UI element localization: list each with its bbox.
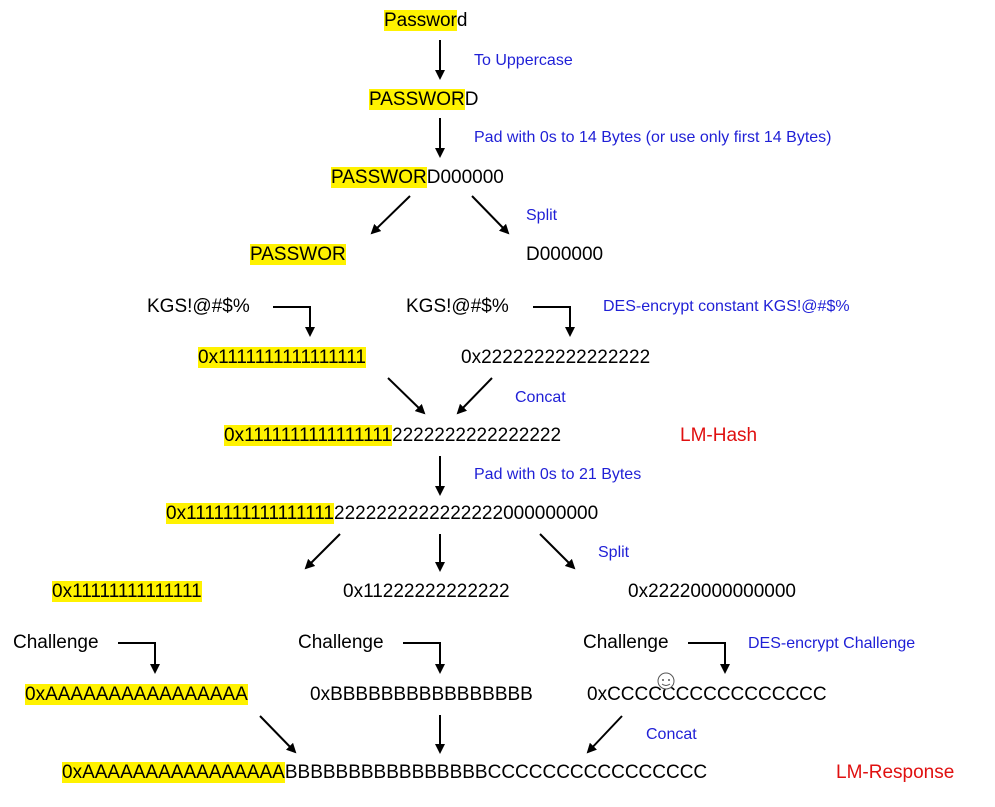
node-enc-left-highlight: 0x1111111111111111 <box>198 347 366 368</box>
arrow-split-right <box>471 195 510 235</box>
node-challenge-2: Challenge <box>298 632 384 653</box>
node-resp-3: 0xCCCCCCCCCCCCCCCC <box>587 684 827 706</box>
arrow-challenge1 <box>118 642 160 674</box>
note-concat-2: Concat <box>646 726 697 743</box>
label-lm-response: LM-Response <box>836 762 955 783</box>
arrow-concat-left <box>387 377 426 415</box>
node-challenge-3: Challenge <box>583 632 669 653</box>
doodle-icon <box>657 672 675 690</box>
arrow-kgs-right <box>533 306 575 337</box>
arrow-challenge2 <box>403 642 445 674</box>
arrow-concat2-left <box>259 715 297 754</box>
node-lm-response-highlight: 0xAAAAAAAAAAAAAAAA <box>62 762 285 783</box>
node-part-2-rest: 0x11222222222222 <box>343 581 510 602</box>
node-half-right: D000000 <box>526 244 603 266</box>
node-resp-2-rest: 0xBBBBBBBBBBBBBBBB <box>310 684 533 705</box>
node-password-highlight: Passwor <box>384 10 457 31</box>
node-part-1: 0x11111111111111 <box>52 581 202 603</box>
node-padded-14: PASSWORD000000 <box>331 167 504 189</box>
node-uppercase: PASSWORD <box>369 89 478 111</box>
node-resp-3-rest: 0xCCCCCCCCCCCCCCCC <box>587 684 827 705</box>
node-lm-response: 0xAAAAAAAAAAAAAAAABBBBBBBBBBBBBBBBCCCCCC… <box>62 762 707 784</box>
node-lm-hash-highlight: 0x1111111111111111 <box>224 425 392 446</box>
node-part-3-rest: 0x22220000000000 <box>628 581 797 602</box>
node-resp-2: 0xBBBBBBBBBBBBBBBB <box>310 684 533 706</box>
node-padded-21-rest: 2222222222222222000000000 <box>334 503 599 524</box>
node-padded-21: 0x11111111111111112222222222222222000000… <box>166 503 598 525</box>
arrow-split2-left <box>304 533 341 570</box>
node-padded-14-highlight: PASSWOR <box>331 167 427 188</box>
arrow-concat-right <box>456 377 493 415</box>
node-enc-right: 0x2222222222222222 <box>461 347 650 369</box>
note-des-constant: DES-encrypt constant KGS!@#$% <box>603 298 850 315</box>
arrow-split2-right <box>539 533 576 570</box>
node-challenge-1: Challenge <box>13 632 99 653</box>
node-part-2: 0x11222222222222 <box>343 581 510 603</box>
node-password-rest: d <box>456 10 468 31</box>
note-des-challenge: DES-encrypt Challenge <box>748 635 916 652</box>
label-lm-hash: LM-Hash <box>680 425 758 446</box>
node-resp-1-highlight: 0xAAAAAAAAAAAAAAAA <box>25 684 248 705</box>
arrow-challenge3 <box>688 642 730 674</box>
arrow-concat2-right <box>586 715 623 754</box>
node-enc-right-rest: 0x2222222222222222 <box>461 347 651 368</box>
node-resp-1: 0xAAAAAAAAAAAAAAAA <box>25 684 248 706</box>
note-to-uppercase: To Uppercase <box>474 52 573 69</box>
node-half-left-highlight: PASSWOR <box>250 244 346 265</box>
node-password: Password <box>384 10 467 32</box>
node-padded-14-rest: D000000 <box>426 167 504 188</box>
node-enc-left: 0x1111111111111111 <box>198 347 366 369</box>
node-kgs-right: KGS!@#$% <box>406 296 509 317</box>
arrow-split-left <box>370 195 411 235</box>
node-lm-hash-rest: 2222222222222222 <box>392 425 562 446</box>
node-padded-21-highlight: 0x1111111111111111 <box>166 503 334 524</box>
node-uppercase-rest: D <box>464 89 479 110</box>
arrow-kgs-left <box>273 306 315 337</box>
note-concat-1: Concat <box>515 389 566 406</box>
node-lm-response-rest: BBBBBBBBBBBBBBBBCCCCCCCCCCCCCCCC <box>284 762 708 783</box>
node-half-right-rest: D000000 <box>526 244 604 265</box>
node-part-1-highlight: 0x11111111111111 <box>52 581 202 602</box>
node-lm-hash: 0x11111111111111112222222222222222 <box>224 425 561 447</box>
note-split-1: Split <box>526 207 558 224</box>
node-uppercase-highlight: PASSWOR <box>369 89 465 110</box>
note-pad-14: Pad with 0s to 14 Bytes (or use only fir… <box>474 129 832 146</box>
node-half-left: PASSWOR <box>250 244 346 266</box>
node-kgs-left: KGS!@#$% <box>147 296 250 317</box>
note-pad-21: Pad with 0s to 21 Bytes <box>474 466 642 483</box>
note-split-2: Split <box>598 544 630 561</box>
node-part-3: 0x22220000000000 <box>628 581 796 603</box>
